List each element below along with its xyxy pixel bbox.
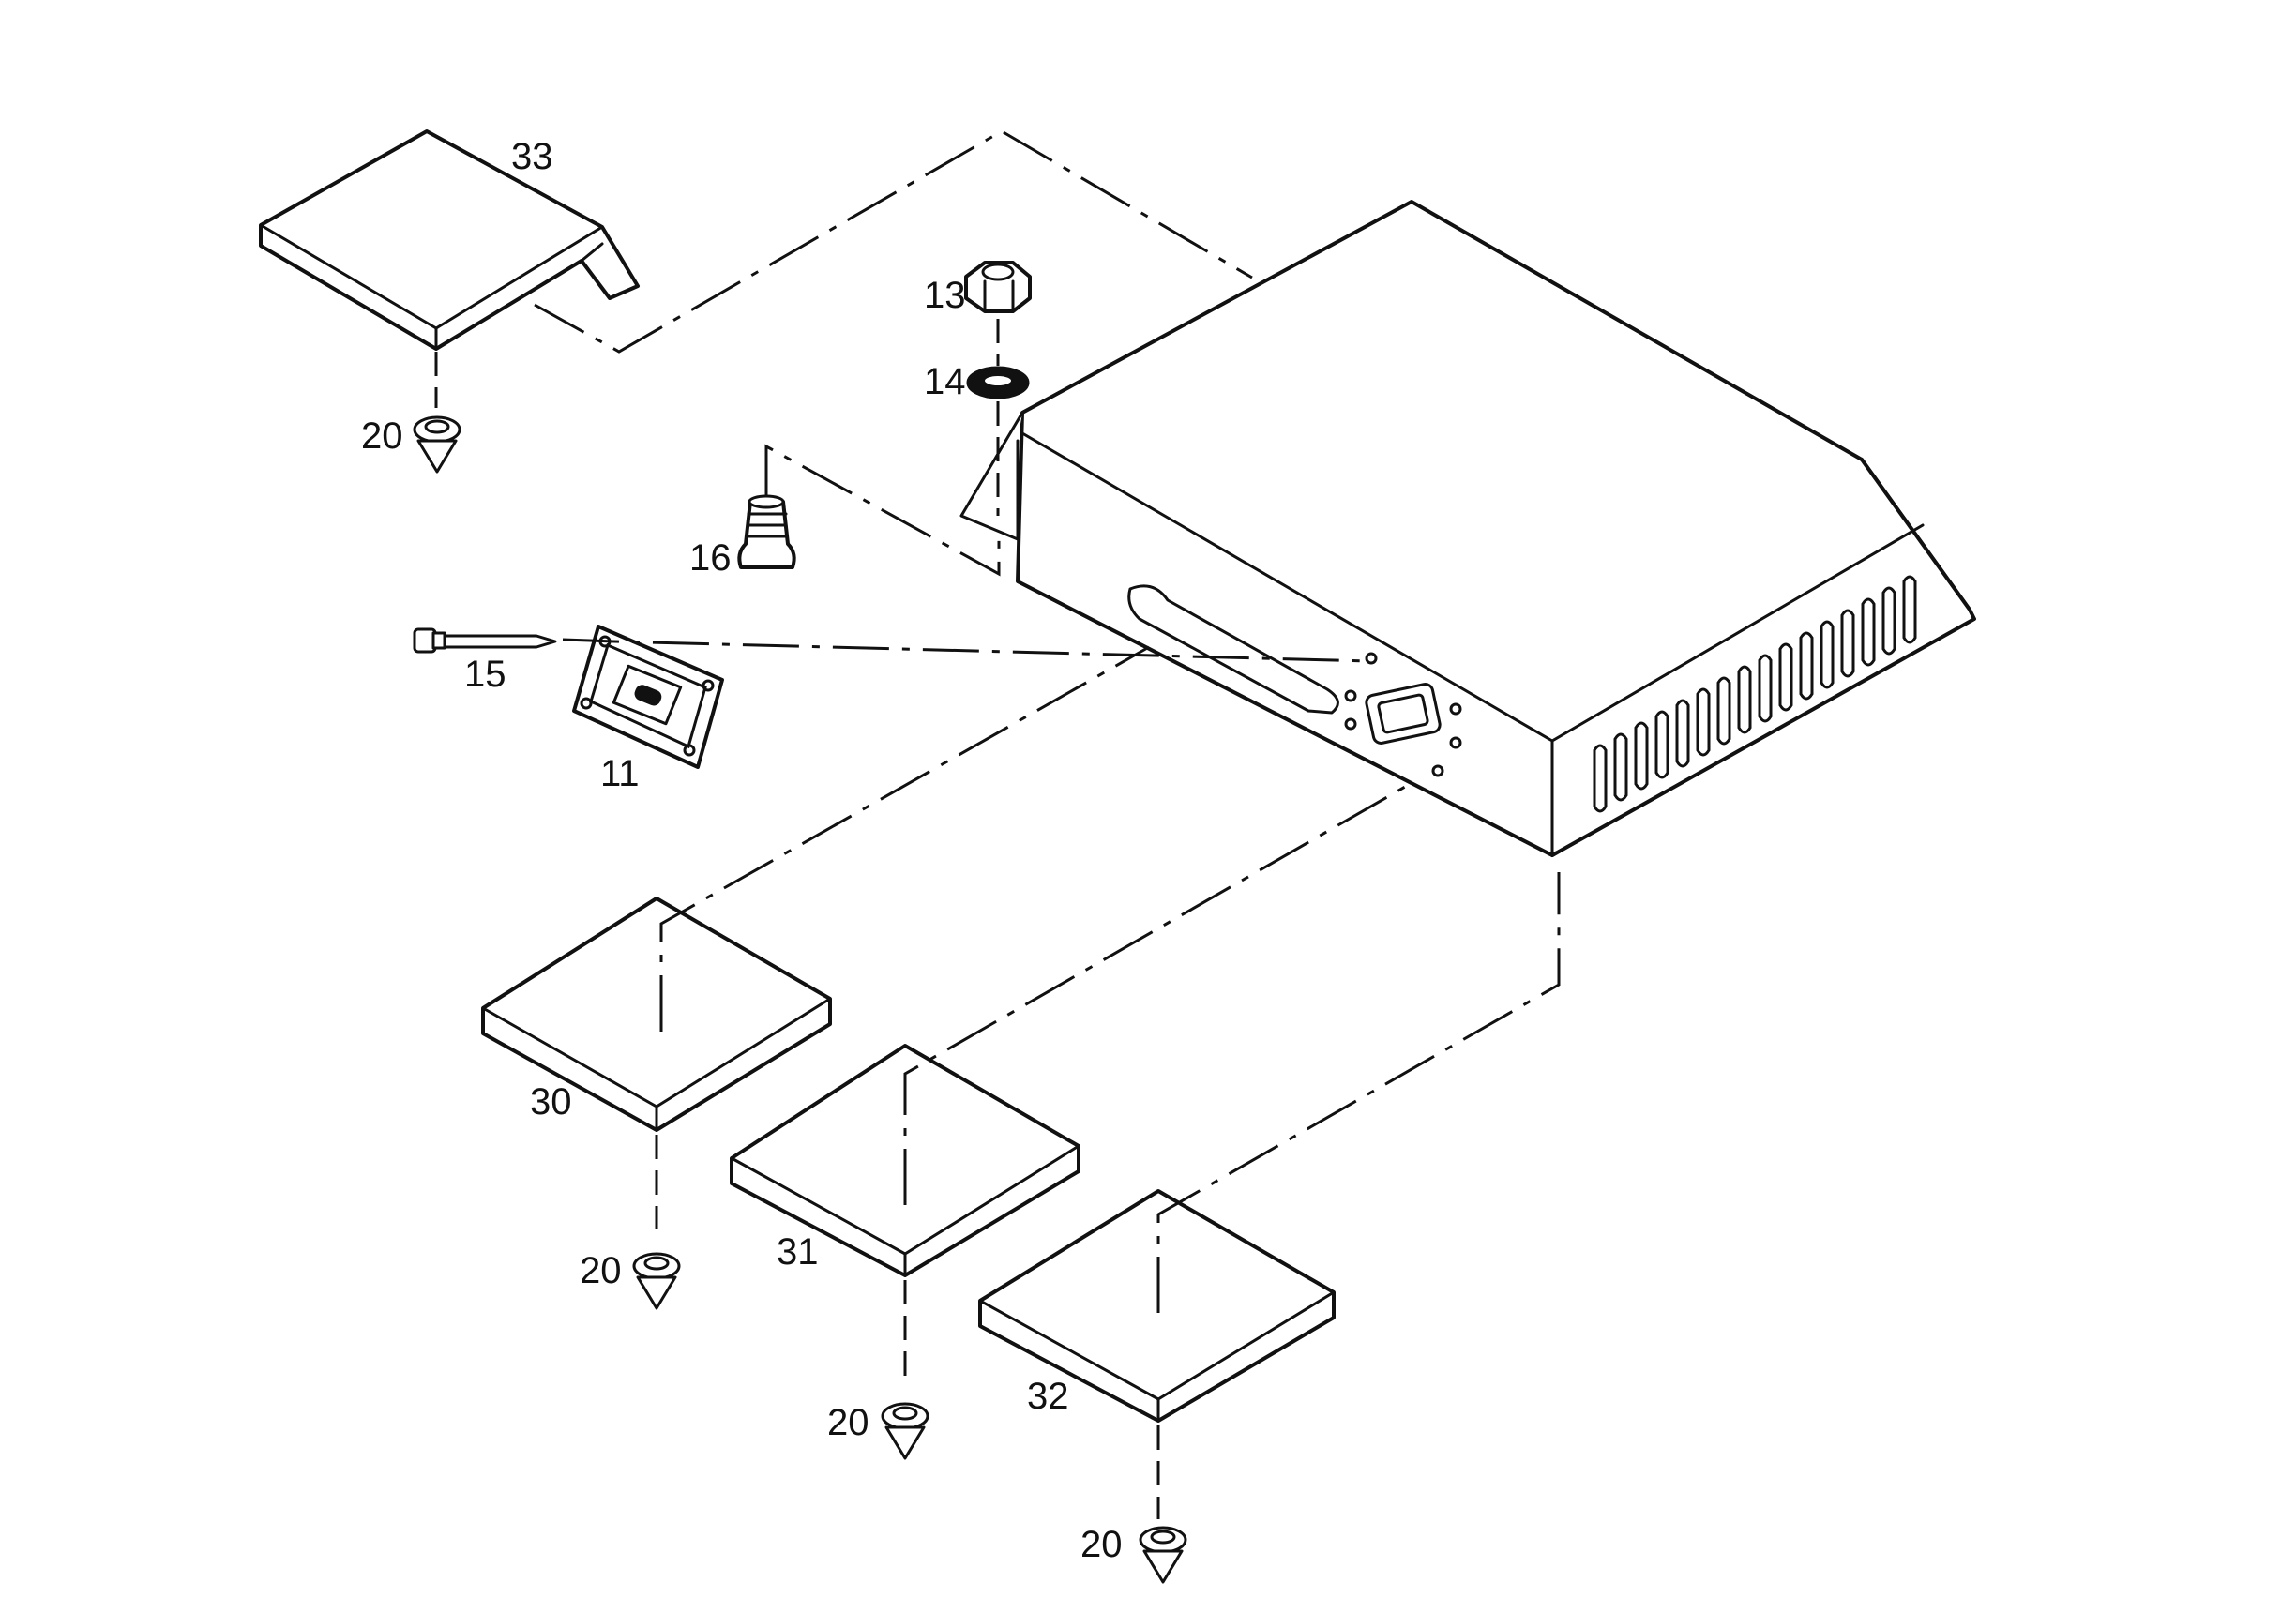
pad-part-30	[481, 897, 832, 1132]
callout-13: 13	[924, 275, 966, 316]
callout-20: 20	[361, 415, 403, 457]
main-housing	[959, 200, 1976, 857]
cover-part-33	[259, 129, 640, 351]
callout-11: 11	[600, 753, 640, 794]
callout-20: 20	[580, 1250, 622, 1291]
washer-part-14	[966, 366, 1030, 399]
conical-foot-icon	[413, 415, 461, 474]
conical-foot-icon	[1139, 1526, 1187, 1584]
screw-part-15	[413, 627, 557, 654]
callout-16: 16	[689, 537, 732, 579]
vent-grille	[1593, 575, 1917, 813]
callout-33: 33	[511, 136, 553, 177]
bracket-part-11	[572, 625, 724, 769]
callout-20: 20	[827, 1402, 869, 1443]
conical-foot-icon	[632, 1252, 681, 1310]
conical-foot-icon	[881, 1402, 929, 1460]
plug-part-16	[737, 494, 796, 569]
callout-15: 15	[464, 654, 506, 695]
callout-32: 32	[1027, 1376, 1069, 1417]
nut-part-13	[964, 261, 1032, 313]
callout-30: 30	[530, 1081, 572, 1123]
callout-14: 14	[924, 361, 966, 402]
callout-31: 31	[777, 1231, 819, 1273]
callout-20: 20	[1080, 1524, 1123, 1565]
